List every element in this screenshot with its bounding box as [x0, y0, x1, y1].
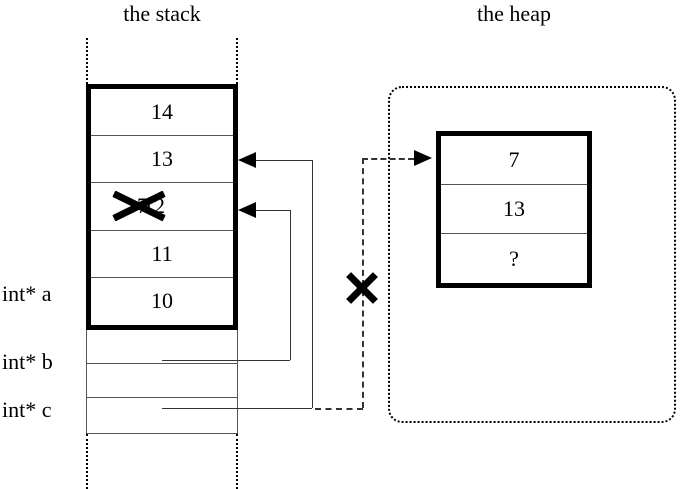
label-int-c: int* c	[2, 397, 52, 422]
stack-rail-left-top	[86, 38, 88, 84]
heap-cell-1-value: 13	[503, 196, 525, 221]
heap-title: the heap	[477, 1, 551, 26]
stack-rail-left-bottom	[86, 434, 88, 489]
stale-pointer-segment-h1	[315, 408, 363, 410]
invalidated-pointer-x-icon	[345, 271, 379, 305]
stack-cell-13-value: 13	[151, 146, 173, 172]
stack-rail-right-top	[236, 38, 238, 84]
stack-cell-11-value: 11	[151, 240, 173, 266]
heap-region	[388, 86, 676, 423]
stack-cell-14: 14	[91, 89, 233, 137]
local-slot-a	[87, 330, 237, 365]
stack-cell-14-value: 14	[151, 99, 173, 125]
pointer-b-segment-h2	[256, 210, 290, 211]
pointer-b-segment-h1	[162, 360, 290, 361]
pointer-c-arrowhead	[238, 152, 256, 168]
stale-pointer-arrowhead	[414, 150, 432, 166]
local-slot-b	[87, 364, 237, 399]
heap-cell-0-value: 7	[508, 147, 520, 172]
heap-cell-2-value: ?	[509, 245, 519, 271]
pointer-c-segment-h2	[256, 160, 312, 161]
label-int-a: int* a	[2, 281, 52, 306]
stack-locals	[86, 330, 238, 434]
stack-cell-new-value: 7	[137, 193, 148, 219]
local-slot-c	[87, 398, 237, 432]
stack-frame: 14 13 12 7 11 10	[86, 84, 238, 330]
pointer-b-segment-v	[290, 210, 291, 360]
stack-cell-old-value: 12	[143, 193, 165, 219]
stack-rail-right-bottom	[236, 434, 238, 489]
pointer-c-segment-v	[312, 160, 313, 408]
stack-cell-10: 10	[91, 278, 233, 325]
pointer-c-segment-h1	[162, 408, 312, 409]
stack-cell-overwritten: 12 7	[91, 183, 233, 231]
heap-cell-1: 13	[441, 185, 587, 234]
stack-cell-10-value: 10	[151, 288, 173, 314]
heap-cell-2: ?	[441, 234, 587, 283]
stack-cell-13: 13	[91, 136, 233, 184]
pointer-b-arrowhead	[238, 202, 256, 218]
stack-cell-11: 11	[91, 231, 233, 278]
stack-title: the stack	[123, 1, 201, 26]
label-int-b: int* b	[2, 349, 53, 374]
heap-cell-0: 7	[441, 136, 587, 185]
heap-block: 7 13 ?	[436, 131, 592, 288]
